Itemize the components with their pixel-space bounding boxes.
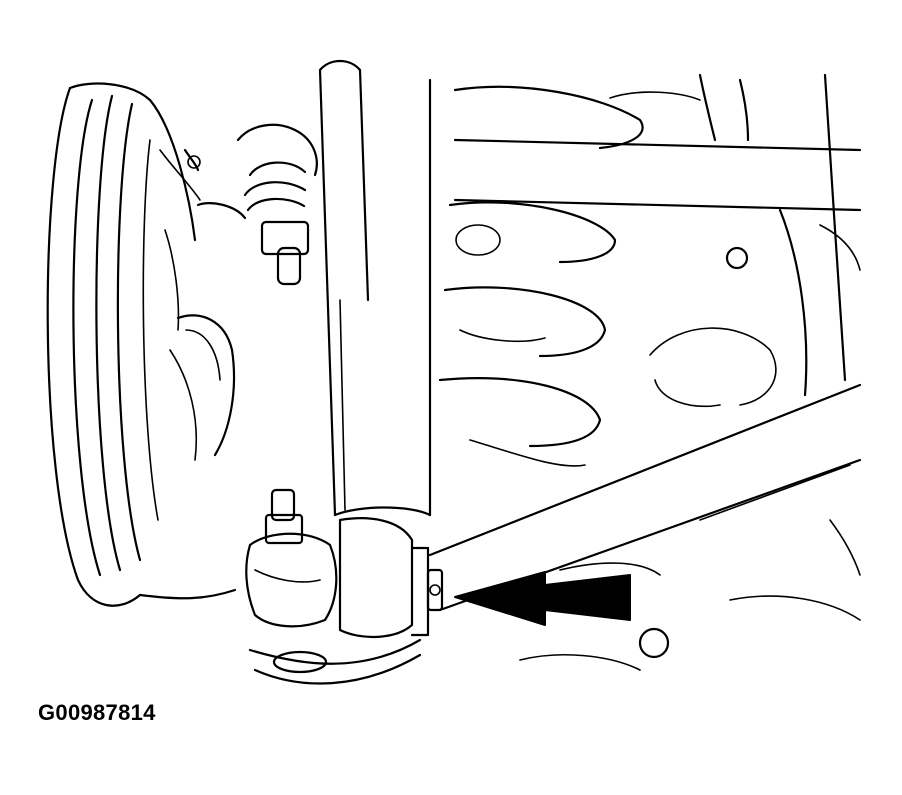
stabilizer-link-bushing (338, 517, 444, 639)
figure-code: G00987814 (38, 700, 156, 725)
tie-rod-end (183, 123, 318, 286)
ball-joint (245, 488, 338, 674)
indicator-arrow (454, 571, 631, 626)
brake-rotor (159, 149, 236, 461)
wheel-hub (46, 82, 237, 607)
frame-crossmember (453, 73, 862, 408)
coil-spring (438, 85, 644, 467)
lower-control-arm (248, 383, 862, 685)
shock-absorber (318, 59, 432, 517)
